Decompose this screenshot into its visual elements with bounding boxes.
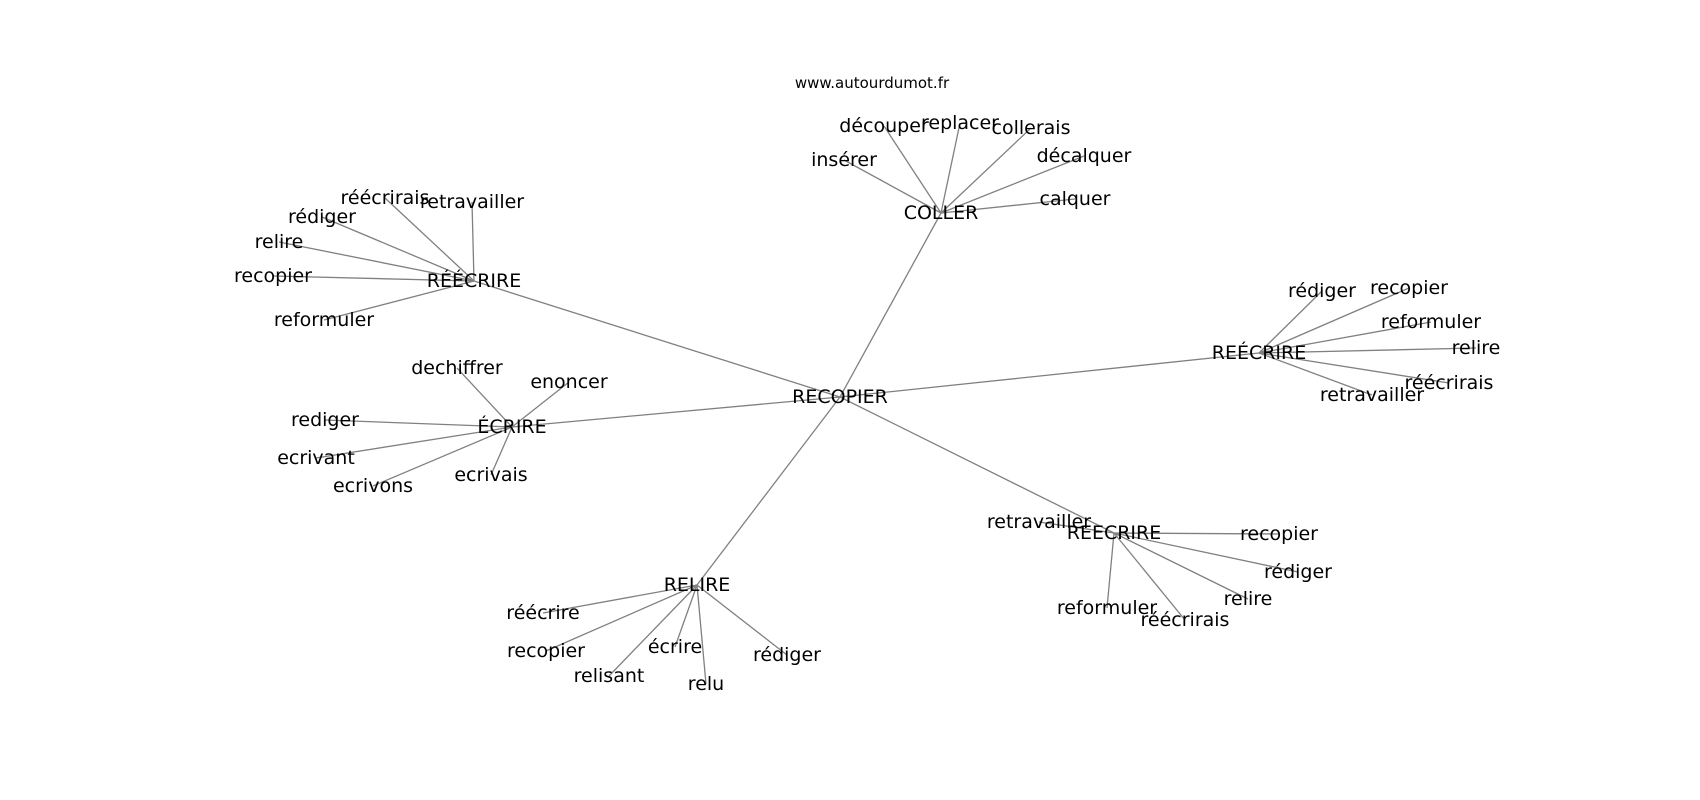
edge-h4-f5 (1258, 352, 1450, 384)
leaf-node-label[interactable]: reformuler (1381, 311, 1481, 333)
edge-h5-g3 (1113, 532, 1299, 573)
edge-h2-r6 (323, 280, 475, 321)
leaf-node-label[interactable]: collerais (992, 117, 1071, 139)
edge-h1-c4 (843, 159, 942, 214)
leaf-node-label[interactable]: rédiger (753, 644, 821, 666)
edge-h5-g2 (1113, 532, 1280, 535)
edge-h6-l6 (696, 584, 788, 656)
edge-h4-f6 (1258, 352, 1373, 396)
root-node-label[interactable]: RECOPIER (792, 386, 888, 408)
edge-h3-e1 (456, 367, 513, 428)
leaf-node-label[interactable]: recopier (507, 640, 585, 662)
leaf-node-label[interactable]: décalquer (1037, 145, 1132, 167)
edge-h2-r3 (321, 216, 475, 282)
leaf-node-label[interactable]: rediger (291, 409, 359, 431)
edge-h6-l3 (608, 584, 698, 677)
edge-h1-c1 (883, 125, 942, 214)
edge-h5-g1 (1038, 521, 1115, 534)
leaf-node-label[interactable]: reformuler (1057, 597, 1157, 619)
edge-h3-e5 (372, 426, 513, 487)
edge-h3-e3 (324, 419, 513, 428)
leaf-node-label[interactable]: replacer (921, 112, 999, 134)
leaf-node-label[interactable]: reformuler (274, 309, 374, 331)
edge-h4-f4 (1258, 347, 1477, 354)
leaf-node-label[interactable]: recopier (1240, 523, 1318, 545)
hub-node-label[interactable]: REÉCRIRE (1212, 341, 1307, 364)
hub-node-label[interactable]: ÉCRIRE (477, 415, 546, 438)
edge-n0-h5 (839, 396, 1115, 534)
leaf-node-label[interactable]: calquer (1040, 188, 1111, 210)
edge-n0-h1 (839, 212, 942, 398)
edge-n0-h4 (839, 352, 1260, 398)
hub-node-label[interactable]: REECRIRE (1067, 522, 1162, 544)
site-url: www.autourdumot.fr (795, 74, 950, 92)
leaf-node-label[interactable]: insérer (811, 149, 877, 171)
leaf-node-label[interactable]: relire (1224, 588, 1273, 610)
leaf-node-label[interactable]: rédiger (288, 206, 356, 228)
edge-h1-c2 (940, 122, 961, 214)
hub-node-label[interactable]: RÉÉCRIRE (427, 269, 522, 292)
edge-h5-g4 (1113, 532, 1249, 600)
edge-h2-r1 (384, 197, 475, 282)
edge-h1-c5 (940, 155, 1085, 214)
edge-h2-r2 (471, 201, 475, 282)
leaf-node-label[interactable]: réécrirais (1405, 372, 1494, 394)
edge-h6-l4 (674, 584, 698, 648)
edge-h3-e4 (315, 426, 513, 459)
edge-h5-g5 (1106, 532, 1115, 609)
edge-h1-c6 (940, 198, 1076, 214)
edge-n0-h2 (473, 280, 841, 398)
edge-h2-r5 (272, 275, 475, 282)
edge-h1-c3 (940, 127, 1032, 214)
graph-nodes: RECOPIER COLLER RÉÉCRIRE ÉCRIRE REÉCRIRE REEC… (234, 112, 1500, 695)
edge-h6-l2 (545, 584, 698, 652)
leaf-node-label[interactable]: réécrire (506, 602, 579, 624)
leaf-node-label[interactable]: relisant (574, 665, 645, 687)
edge-h3-e6 (490, 426, 513, 476)
leaf-node-label[interactable]: ecrivais (454, 464, 527, 486)
hub-node-label[interactable]: COLLER (904, 202, 979, 224)
leaf-node-label[interactable]: relu (688, 673, 724, 695)
edge-h4-f1 (1258, 290, 1323, 354)
leaf-node-label[interactable]: retravailler (987, 511, 1091, 533)
leaf-node-label[interactable]: découper (839, 115, 929, 137)
edge-h6-l5 (696, 584, 707, 685)
edge-h4-f2 (1258, 287, 1410, 354)
leaf-node-label[interactable]: écrire (648, 636, 702, 658)
edge-h3-e2 (511, 381, 570, 428)
leaf-node-label[interactable]: retravailler (1320, 384, 1424, 406)
leaf-node-label[interactable]: relire (255, 231, 304, 253)
edge-n0-h3 (511, 396, 841, 428)
leaf-node-label[interactable]: enoncer (530, 371, 608, 393)
leaf-node-label[interactable]: recopier (1370, 277, 1448, 299)
leaf-node-label[interactable]: dechiffrer (411, 357, 503, 379)
leaf-node-label[interactable]: rédiger (1288, 280, 1356, 302)
leaf-node-label[interactable]: relire (1452, 337, 1501, 359)
edge-h5-g6 (1113, 532, 1186, 621)
edge-h4-f3 (1258, 321, 1432, 354)
leaf-node-label[interactable]: retravailler (420, 191, 524, 213)
edge-n0-h6 (696, 396, 841, 586)
leaf-node-label[interactable]: rédiger (1264, 561, 1332, 583)
leaf-node-label[interactable]: réécrirais (341, 187, 430, 209)
edge-h2-r4 (278, 241, 475, 282)
graph-edges (272, 122, 1477, 685)
leaf-node-label[interactable]: réécrirais (1141, 609, 1230, 631)
leaf-node-label[interactable]: recopier (234, 265, 312, 287)
hub-node-label[interactable]: RELIRE (664, 574, 731, 596)
edge-h6-l1 (542, 584, 698, 614)
leaf-node-label[interactable]: ecrivons (333, 475, 413, 497)
leaf-node-label[interactable]: ecrivant (277, 447, 355, 469)
